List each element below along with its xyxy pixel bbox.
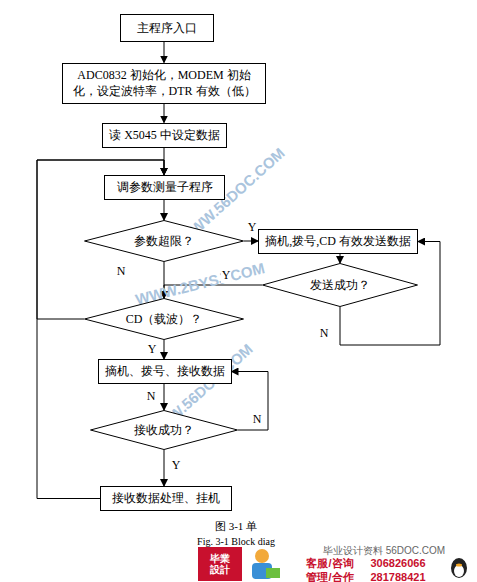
flow-arrow — [164, 104, 165, 123]
process-box: ADC0832 初始化，MODEM 初始化，设定波特率，DTR 有效（低） — [62, 63, 266, 104]
process-box: 调参数测量子程序 — [104, 175, 225, 200]
logo-block — [198, 547, 242, 581]
branch-label: Y — [247, 221, 258, 234]
decision-diamond: CD（载波）？ — [84, 298, 244, 340]
branch-label: Y — [147, 343, 158, 356]
footer-text: 毕業設計 — [209, 553, 231, 575]
branch-label: N — [252, 413, 263, 426]
decision-diamond: 接收成功？ — [90, 410, 238, 450]
figure-caption: Fig. 3-1 Block diag — [197, 536, 275, 547]
node-text: CD（载波）？ — [126, 311, 203, 327]
penguin-icon — [451, 558, 467, 578]
decision-diamond: 发送成功？ — [262, 263, 418, 307]
node-text: 参数超限？ — [134, 233, 194, 249]
branch-label: Y — [221, 269, 232, 282]
node-text: 接收成功？ — [134, 422, 194, 438]
process-box: 接收数据处理、挂机 — [100, 486, 232, 511]
branch-label: N — [319, 327, 330, 340]
flow-arrow — [164, 450, 165, 486]
process-box: 摘机,拨号,CD 有效发送数据 — [258, 229, 418, 254]
node-text: 读 X5045 中设定数据 — [109, 127, 220, 143]
flow-arrow — [164, 42, 165, 63]
footer-text: 管理/合作 — [306, 571, 353, 582]
figure-caption: 图 3-1 单 — [215, 520, 257, 532]
node-text: 接收数据处理、挂机 — [112, 490, 220, 506]
footer-text: 客服/咨询 — [306, 557, 353, 569]
footer-text: 毕业设计资料 56DOC.COM — [323, 545, 445, 556]
branch-label: N — [116, 265, 127, 278]
process-box: 摘机、拨号、接收数据 — [98, 359, 232, 384]
branch-label: N — [146, 390, 157, 403]
node-text: 主程序入口 — [137, 20, 197, 36]
flow-arrow — [164, 340, 165, 359]
flow-arrow — [232, 372, 269, 431]
flow-arrow — [340, 254, 341, 263]
node-text: 摘机,拨号,CD 有效发送数据 — [265, 233, 411, 249]
footer-text: 281788421 — [370, 571, 425, 582]
node-text: 摘机、拨号、接收数据 — [105, 363, 225, 379]
flow-arrow — [164, 200, 165, 221]
flow-arrow — [244, 241, 258, 242]
footer-text: 306826066 — [370, 557, 425, 569]
branch-label: Y — [171, 459, 182, 472]
decision-diamond: 参数超限？ — [84, 220, 244, 262]
process-box: 读 X5045 中设定数据 — [102, 123, 227, 148]
node-text: ADC0832 初始化，MODEM 初始化，设定波特率，DTR 有效（低） — [69, 67, 259, 99]
node-text: 发送成功？ — [310, 277, 370, 293]
mascot-icon — [252, 549, 280, 579]
node-text: 调参数测量子程序 — [117, 179, 213, 195]
process-box: 主程序入口 — [120, 14, 214, 42]
flow-arrow — [164, 384, 165, 410]
